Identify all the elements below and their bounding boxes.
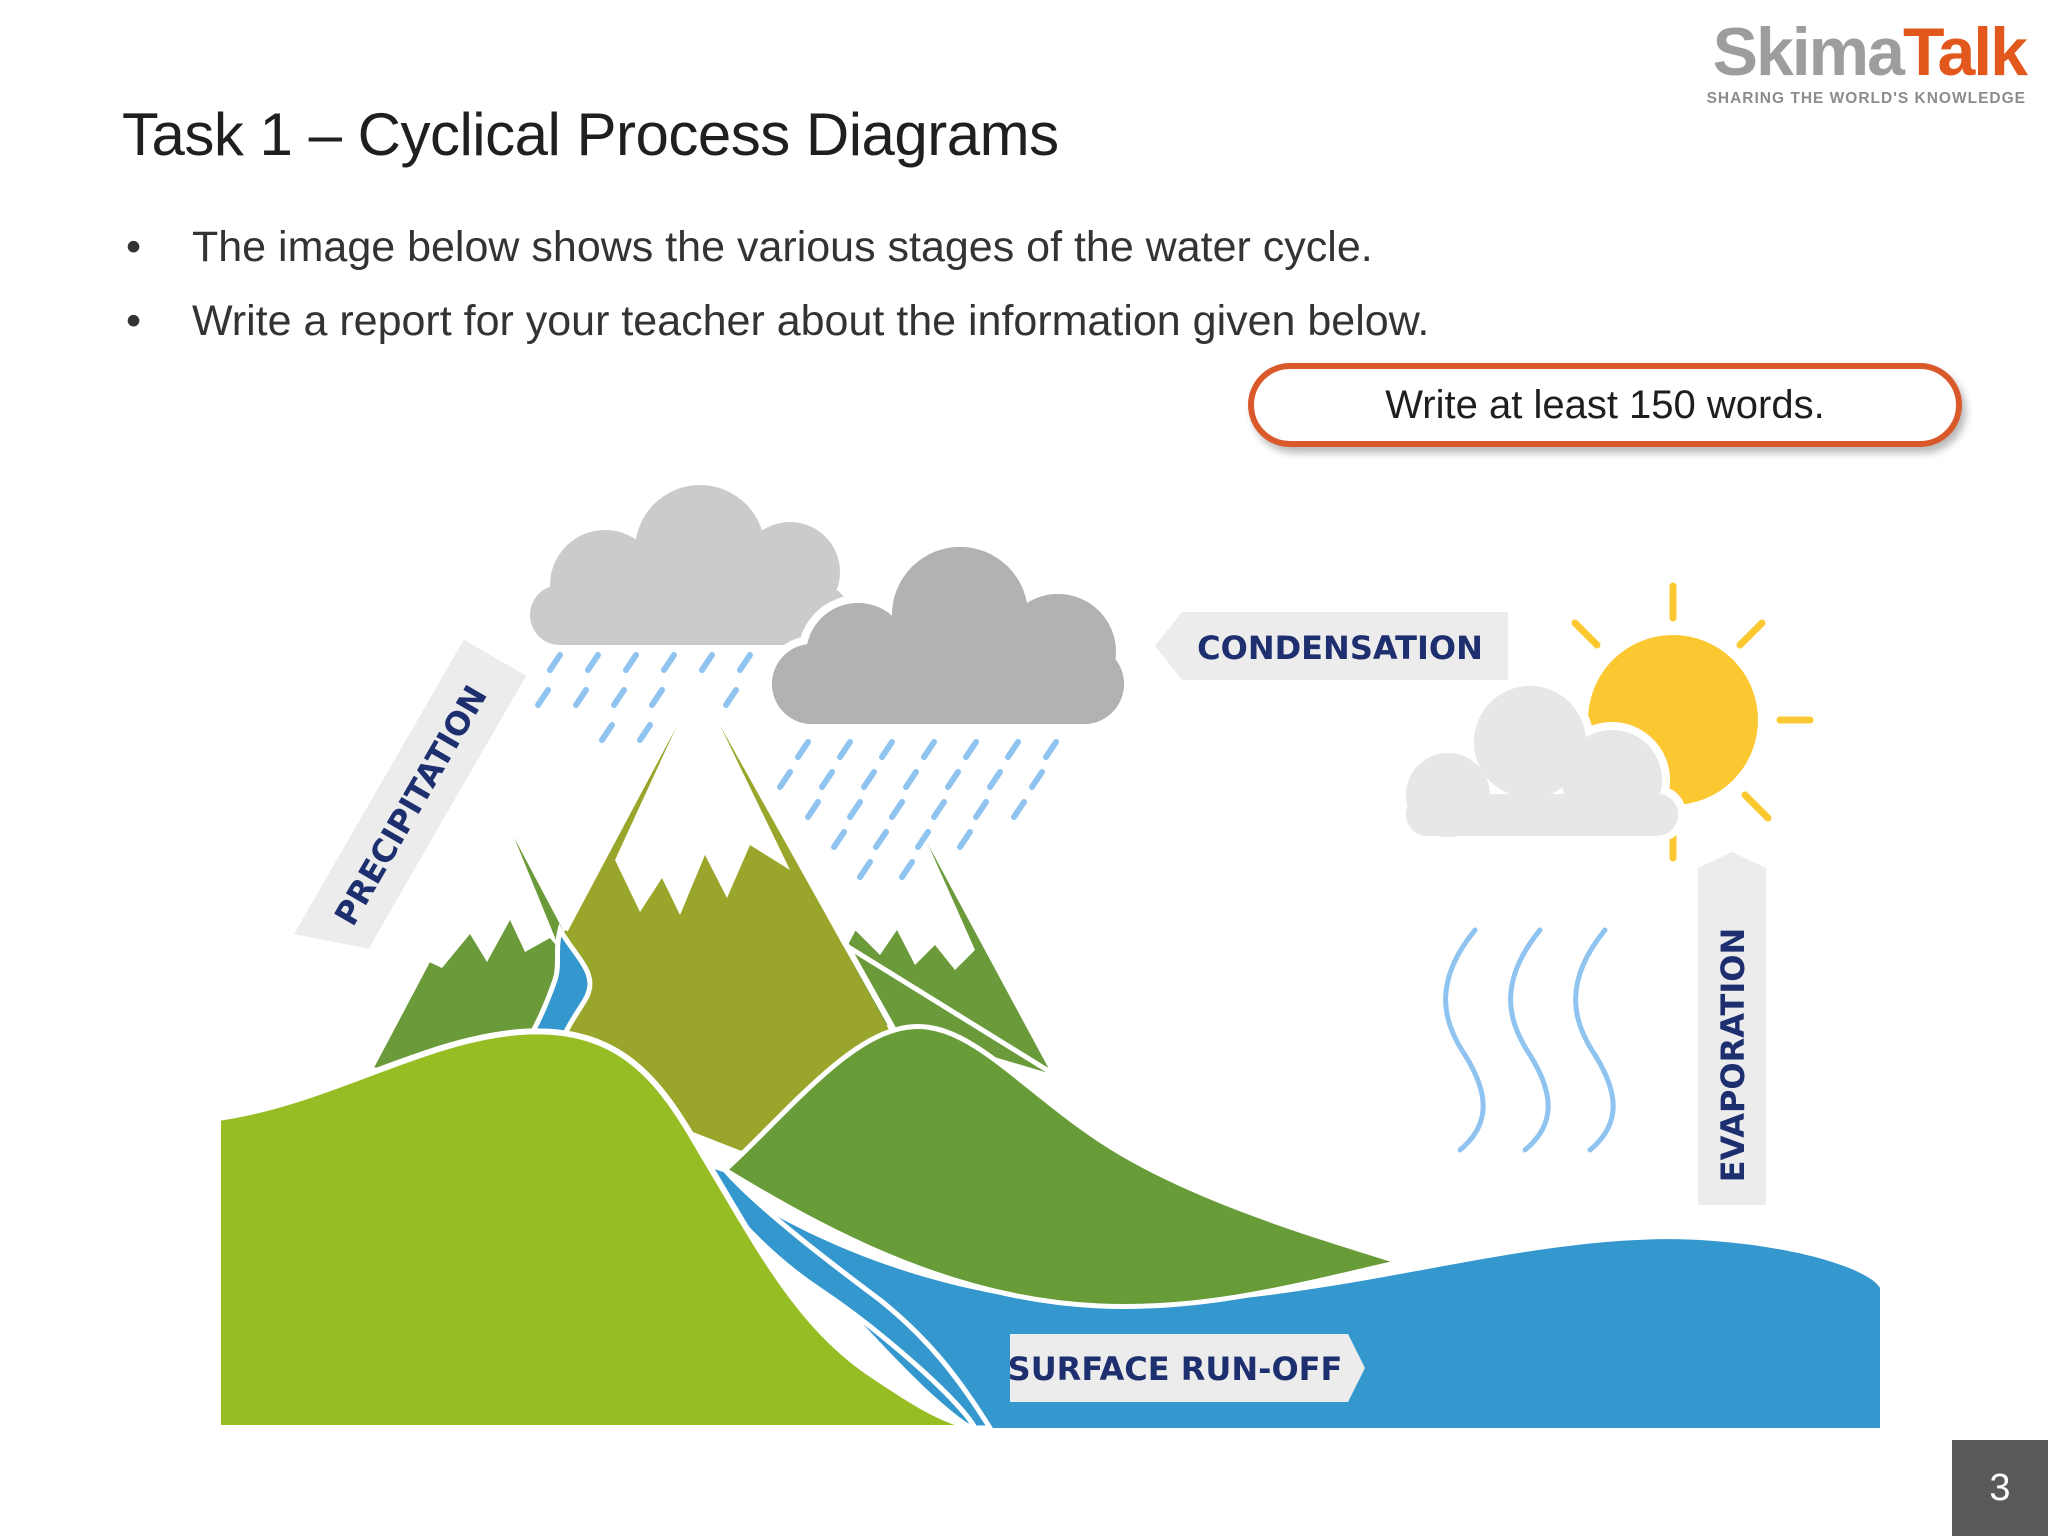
evaporation-label: EVAPORATION bbox=[1714, 928, 1752, 1183]
dark-green-hill bbox=[720, 1024, 1410, 1309]
condensation-label: CONDENSATION bbox=[1197, 629, 1483, 667]
river bbox=[683, 1153, 995, 1431]
evaporation-banner: EVAPORATION bbox=[1698, 852, 1766, 1205]
slide-title: Task 1 – Cyclical Process Diagrams bbox=[122, 101, 1059, 168]
rain-drops-right bbox=[777, 739, 1059, 880]
word-count-callout: Write at least 150 words. bbox=[1248, 363, 1962, 447]
surface-runoff-banner: SURFACE RUN-OFF bbox=[1008, 1334, 1365, 1402]
page-number-badge: 3 bbox=[1952, 1440, 2048, 1536]
instruction-bullets: The image below shows the various stages… bbox=[122, 210, 1429, 358]
logo-part-talk: Talk bbox=[1902, 14, 2028, 90]
cloud-dark-grey-fill bbox=[772, 547, 1124, 724]
surface-runoff-label: SURFACE RUN-OFF bbox=[1008, 1350, 1343, 1388]
logo-part-skima: Skima bbox=[1712, 14, 1905, 90]
logo-tagline: SHARING THE WORLD'S KNOWLEDGE bbox=[1706, 90, 2026, 107]
skimatalk-logo: SkimaTalk SHARING THE WORLD'S KNOWLEDGE bbox=[1706, 18, 2028, 108]
tall-mountain bbox=[560, 678, 908, 1170]
right-mountain bbox=[840, 809, 1062, 1083]
page-number: 3 bbox=[1989, 1466, 2011, 1509]
cloud-light-grey bbox=[530, 485, 850, 645]
light-green-hill bbox=[215, 1028, 976, 1431]
bullet-item: The image below shows the various stages… bbox=[122, 210, 1429, 284]
word-count-text: Write at least 150 words. bbox=[1385, 382, 1825, 427]
rain-drops-left bbox=[535, 652, 753, 743]
evaporation-waves bbox=[1443, 927, 1616, 1153]
water-body bbox=[690, 1160, 1880, 1428]
bullet-item: Write a report for your teacher about th… bbox=[122, 284, 1429, 358]
condensation-banner: CONDENSATION bbox=[1155, 612, 1508, 680]
logo-wordmark: SkimaTalk bbox=[1707, 18, 2028, 86]
cloud-white-fill bbox=[1406, 686, 1678, 837]
